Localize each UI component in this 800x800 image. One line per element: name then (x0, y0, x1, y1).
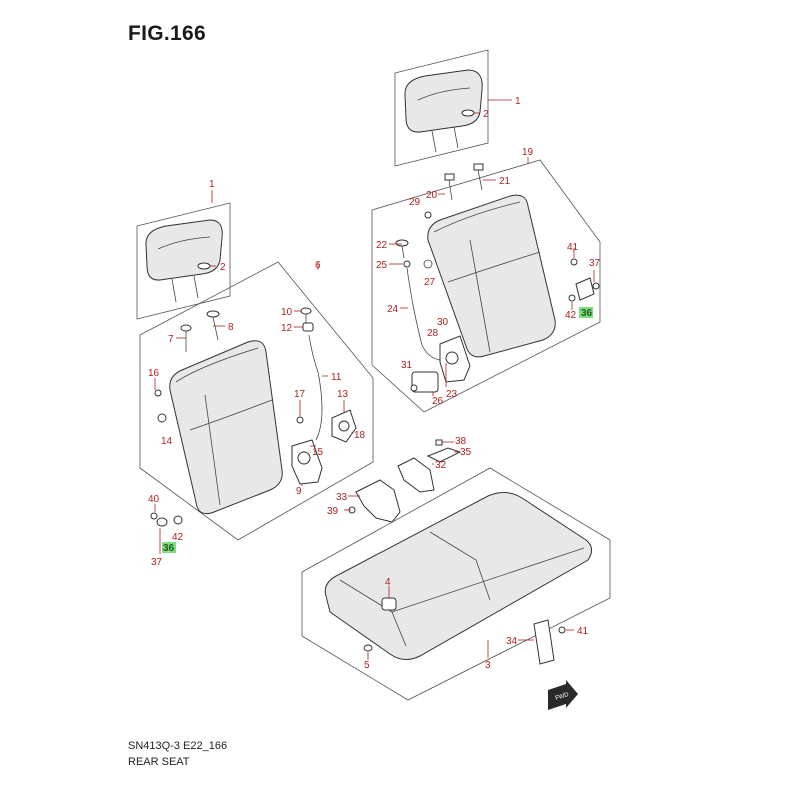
callout-24: 24 (387, 304, 399, 315)
callout-2-right: 2 (483, 109, 489, 120)
callout-32: 32 (435, 460, 447, 471)
callout-4: 4 (385, 577, 391, 588)
cushion-box (301, 467, 611, 701)
seatback-right-box (371, 159, 601, 413)
callout-1-left: 1 (209, 179, 215, 190)
callout-20: 20 (426, 190, 438, 201)
seatback-right-pad (427, 194, 556, 358)
headrest-left-group (136, 202, 231, 320)
callout-42-right: 42 (565, 310, 577, 321)
callout-41-right: 41 (567, 242, 579, 253)
callout-17: 17 (294, 389, 306, 400)
seatback-left-pad (169, 340, 283, 515)
callout-28: 28 (427, 328, 439, 339)
callout-30: 30 (437, 317, 449, 328)
cushion-group (301, 467, 611, 701)
fwd-arrow-icon: FWD (548, 680, 578, 710)
seatback-left-box (139, 261, 374, 541)
headrest-right-group (394, 49, 489, 167)
callout-12: 12 (281, 323, 293, 334)
figure-title: FIG.166 (128, 22, 206, 45)
figure-caption: REAR SEAT (128, 756, 190, 768)
callout-41-bottom: 41 (577, 626, 589, 637)
callout-22: 22 (376, 240, 388, 251)
callout-9: 9 (296, 486, 302, 497)
callout-1-right: 1 (515, 96, 521, 107)
callout-34: 34 (506, 636, 518, 647)
hinge-group (348, 439, 462, 523)
callout-15: 15 (312, 447, 324, 458)
callout-18: 18 (354, 430, 366, 441)
cushion-bracket-34 (533, 619, 555, 665)
cushion-pad (324, 492, 592, 660)
callout-23: 23 (446, 389, 458, 400)
right-back-bolt-21 (473, 163, 484, 171)
callout-29: 29 (409, 197, 421, 208)
cushion-hook-4 (381, 597, 397, 611)
hinge-plate-35 (426, 447, 462, 463)
callout-36-right: 36 (581, 308, 593, 319)
hinge-bracket-32 (397, 457, 435, 493)
callout-27: 27 (424, 277, 436, 288)
callout-6: 6 (315, 260, 321, 271)
hinge-bracket-33 (355, 479, 401, 523)
headrest-right-box (394, 49, 489, 167)
callout-8: 8 (228, 322, 234, 333)
callout-33: 33 (336, 492, 348, 503)
left-back-bolt-10 (300, 307, 312, 315)
callout-21: 21 (499, 176, 511, 187)
left-back-bolt-8 (206, 310, 220, 318)
left-back-bushing-12 (302, 322, 314, 332)
left-back-cable-11 (308, 334, 323, 441)
callout-37-right: 37 (589, 258, 601, 269)
callout-10: 10 (281, 307, 293, 318)
callout-37-left: 37 (151, 557, 163, 568)
callout-38: 38 (455, 436, 467, 447)
callout-13: 13 (337, 389, 349, 400)
callout-11: 11 (331, 372, 342, 383)
right-back-bracket-36 (575, 277, 595, 301)
callout-31: 31 (401, 360, 413, 371)
callout-5: 5 (364, 660, 370, 671)
callout-26: 26 (432, 396, 444, 407)
right-back-bolt-20 (444, 173, 455, 181)
callout-19: 19 (522, 147, 534, 158)
svg-text:FWD: FWD (555, 692, 570, 702)
callout-35: 35 (460, 447, 472, 458)
callout-labels: 1 2 1 2 6 7 8 10 12 11 16 14 17 13 18 15… (148, 96, 601, 671)
seatback-right-group (371, 159, 601, 413)
callout-3: 3 (485, 660, 491, 671)
headrest-left-guide (197, 262, 211, 270)
figure-code: SN413Q-3 E22_166 (128, 740, 228, 752)
callout-25: 25 (376, 260, 388, 271)
right-back-cable-24 (406, 267, 441, 361)
seatback-left-group (139, 261, 374, 553)
headrest-left-pad (145, 219, 223, 281)
callout-2-left: 2 (220, 262, 226, 273)
headrest-right-guide (461, 109, 475, 117)
callout-39: 39 (327, 506, 339, 517)
left-back-bolt-7 (180, 324, 192, 332)
callout-7: 7 (168, 334, 174, 345)
callout-36-left: 36 (163, 543, 175, 554)
callout-16: 16 (148, 368, 160, 379)
callout-42-left: 42 (172, 532, 184, 543)
right-back-cover-26 (411, 371, 439, 393)
callout-14: 14 (161, 436, 173, 447)
callout-40: 40 (148, 494, 160, 505)
headrest-left-box (136, 202, 231, 320)
headrest-right-pad (404, 69, 483, 133)
leader-lines (154, 99, 595, 660)
